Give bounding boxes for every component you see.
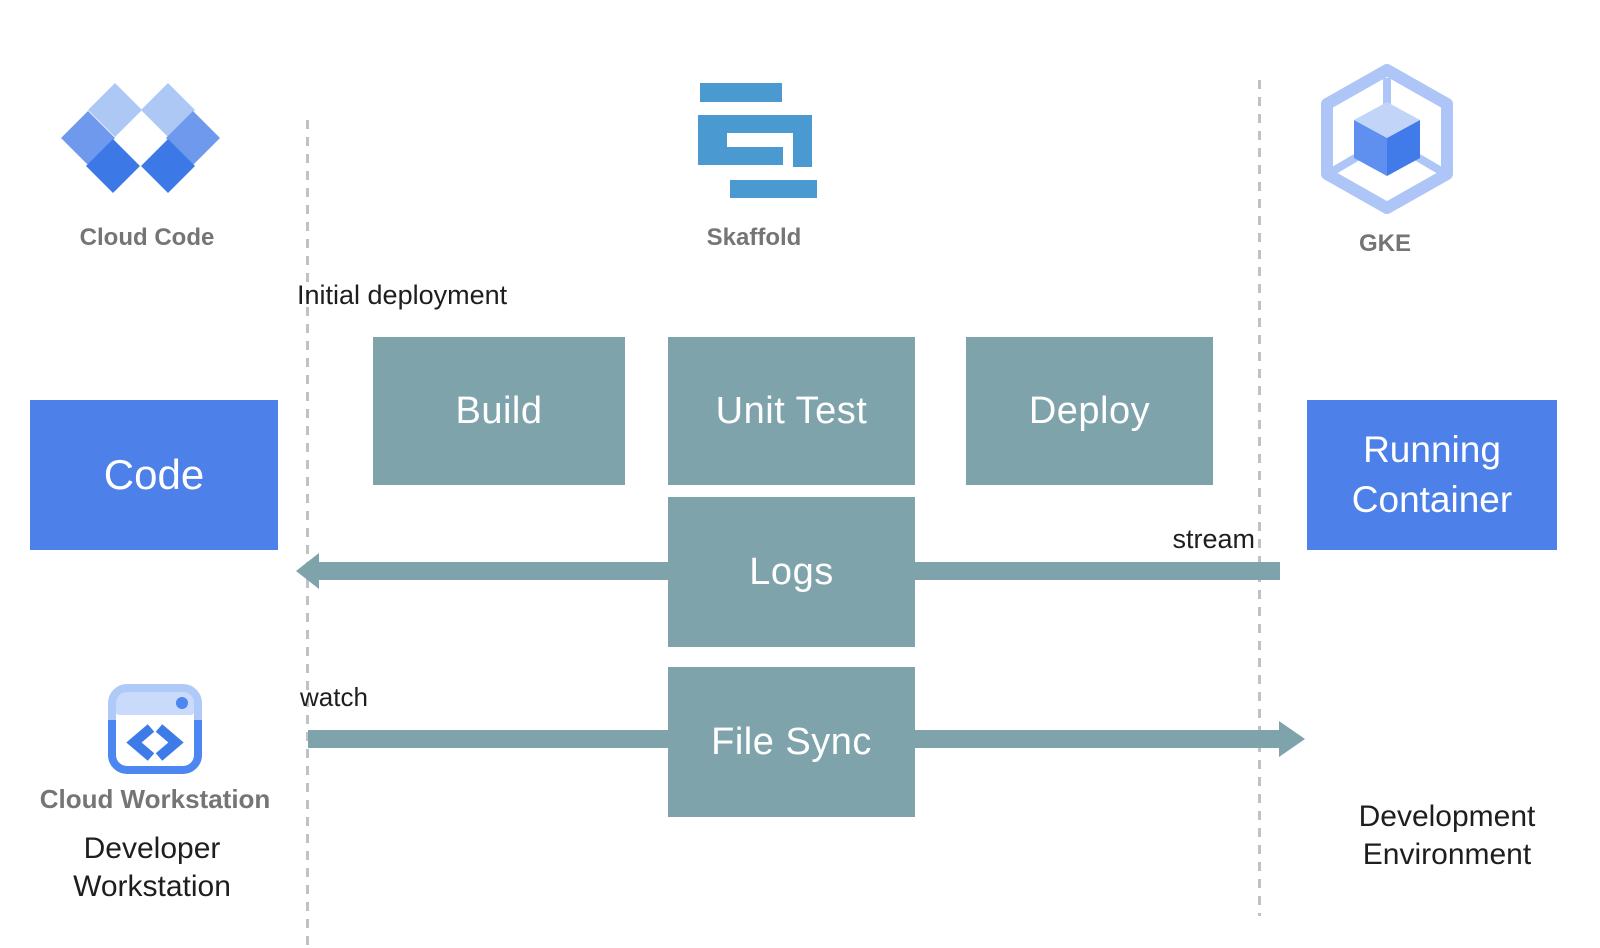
cloud-code-label: Cloud Code xyxy=(79,224,215,251)
initial-deployment-label: Initial deployment xyxy=(297,280,508,310)
logs-box: Logs xyxy=(668,497,915,647)
development-environment-label: Development Environment xyxy=(1358,800,1536,871)
build-box: Build xyxy=(373,337,625,485)
file-sync-box: File Sync xyxy=(668,667,915,817)
stream-label: stream xyxy=(1172,524,1255,554)
cloud-workstation-icon xyxy=(108,684,202,774)
skaffold-icon xyxy=(698,83,817,198)
watch-label: watch xyxy=(300,682,368,712)
right-lane-divider xyxy=(1258,80,1261,916)
gke-label: GKE xyxy=(1358,230,1411,257)
skaffold-label: Skaffold xyxy=(706,224,802,251)
running-container-box: Running Container xyxy=(1307,400,1557,550)
developer-workstation-label: Developer Workstation xyxy=(73,832,231,903)
file-sync-arrowhead-icon xyxy=(1279,721,1305,757)
code-box: Code xyxy=(30,400,278,550)
left-lane-divider xyxy=(306,120,309,948)
unit-test-box: Unit Test xyxy=(668,337,915,485)
gke-icon xyxy=(1321,64,1453,214)
cloud-code-icon xyxy=(61,83,220,193)
logs-stream-arrowhead-icon xyxy=(296,553,319,589)
deploy-box: Deploy xyxy=(966,337,1213,485)
cloud-workstation-label: Cloud Workstation xyxy=(39,784,271,814)
